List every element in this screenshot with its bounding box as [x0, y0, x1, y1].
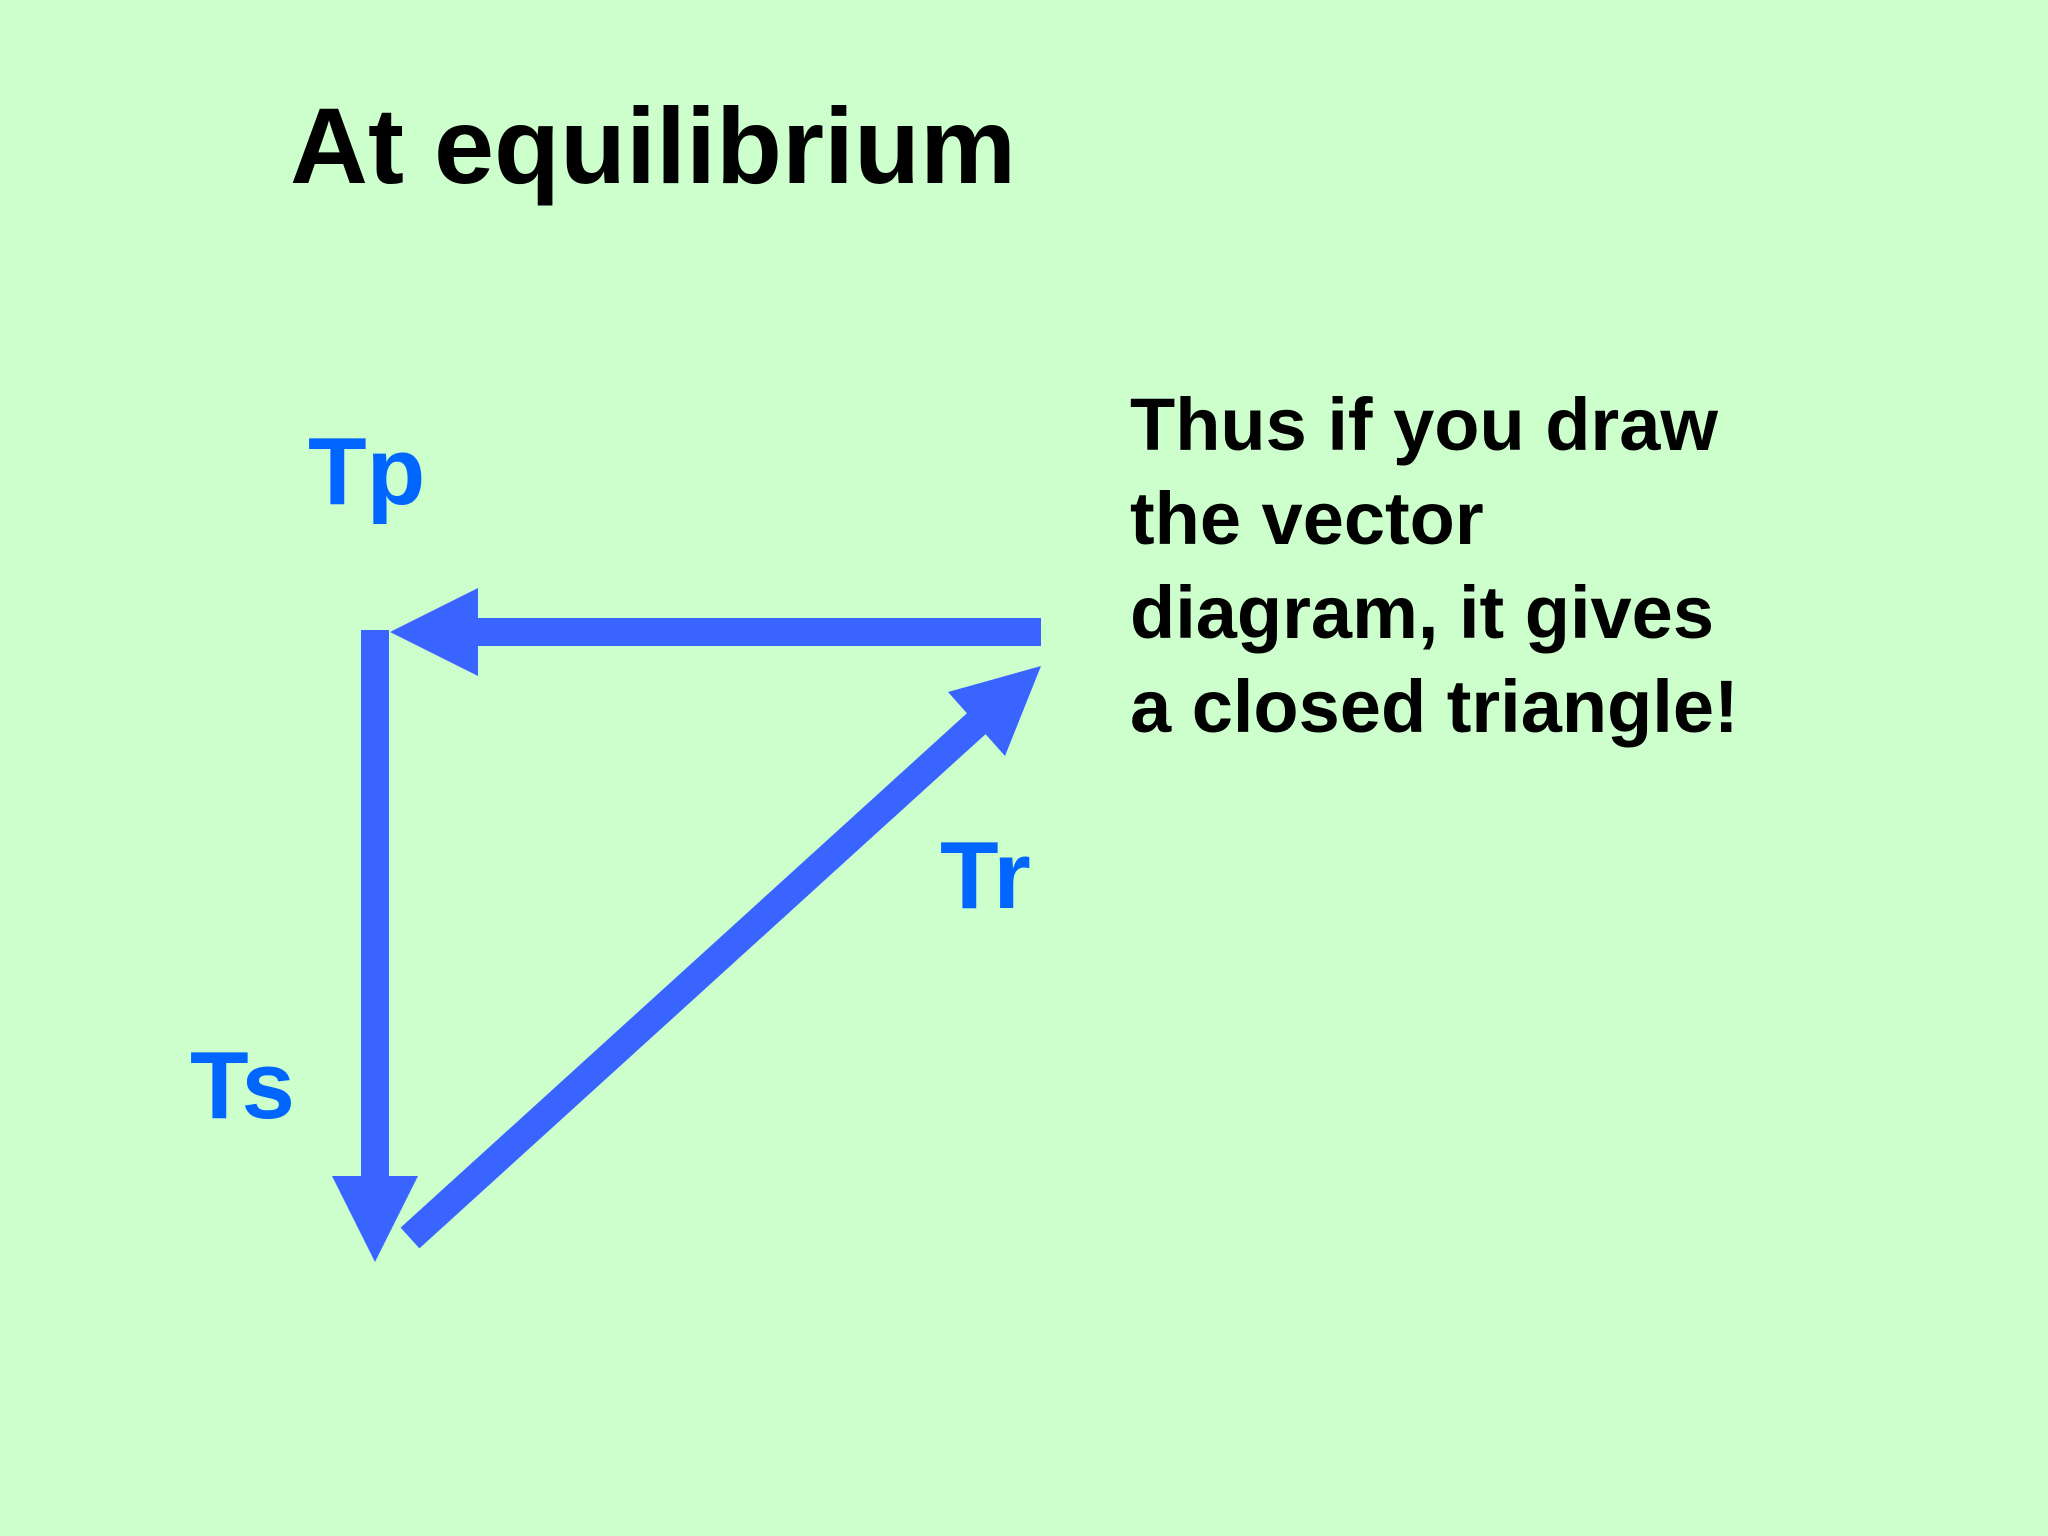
- explanation-line: the vector: [1130, 477, 1484, 560]
- explanation-text: Thus if you draw the vector diagram, it …: [1130, 378, 2010, 754]
- slide-title: At equilibrium: [290, 85, 1016, 206]
- ts-arrowhead: [332, 1176, 418, 1262]
- ts-label: Ts: [190, 1032, 295, 1139]
- explanation-line: a closed triangle!: [1130, 665, 1739, 748]
- tr-label: Tr: [940, 822, 1031, 929]
- tp-label: Tp: [308, 418, 426, 525]
- tp-arrowhead: [390, 588, 478, 676]
- ts-arrow: [332, 630, 418, 1262]
- tr-arrowhead: [948, 666, 1041, 756]
- explanation-line: diagram, it gives: [1130, 571, 1714, 654]
- explanation-line: Thus if you draw: [1130, 383, 1718, 466]
- tr-arrow-shaft: [400, 712, 987, 1249]
- tr-arrow: [400, 666, 1041, 1249]
- tp-arrow: [390, 588, 1041, 676]
